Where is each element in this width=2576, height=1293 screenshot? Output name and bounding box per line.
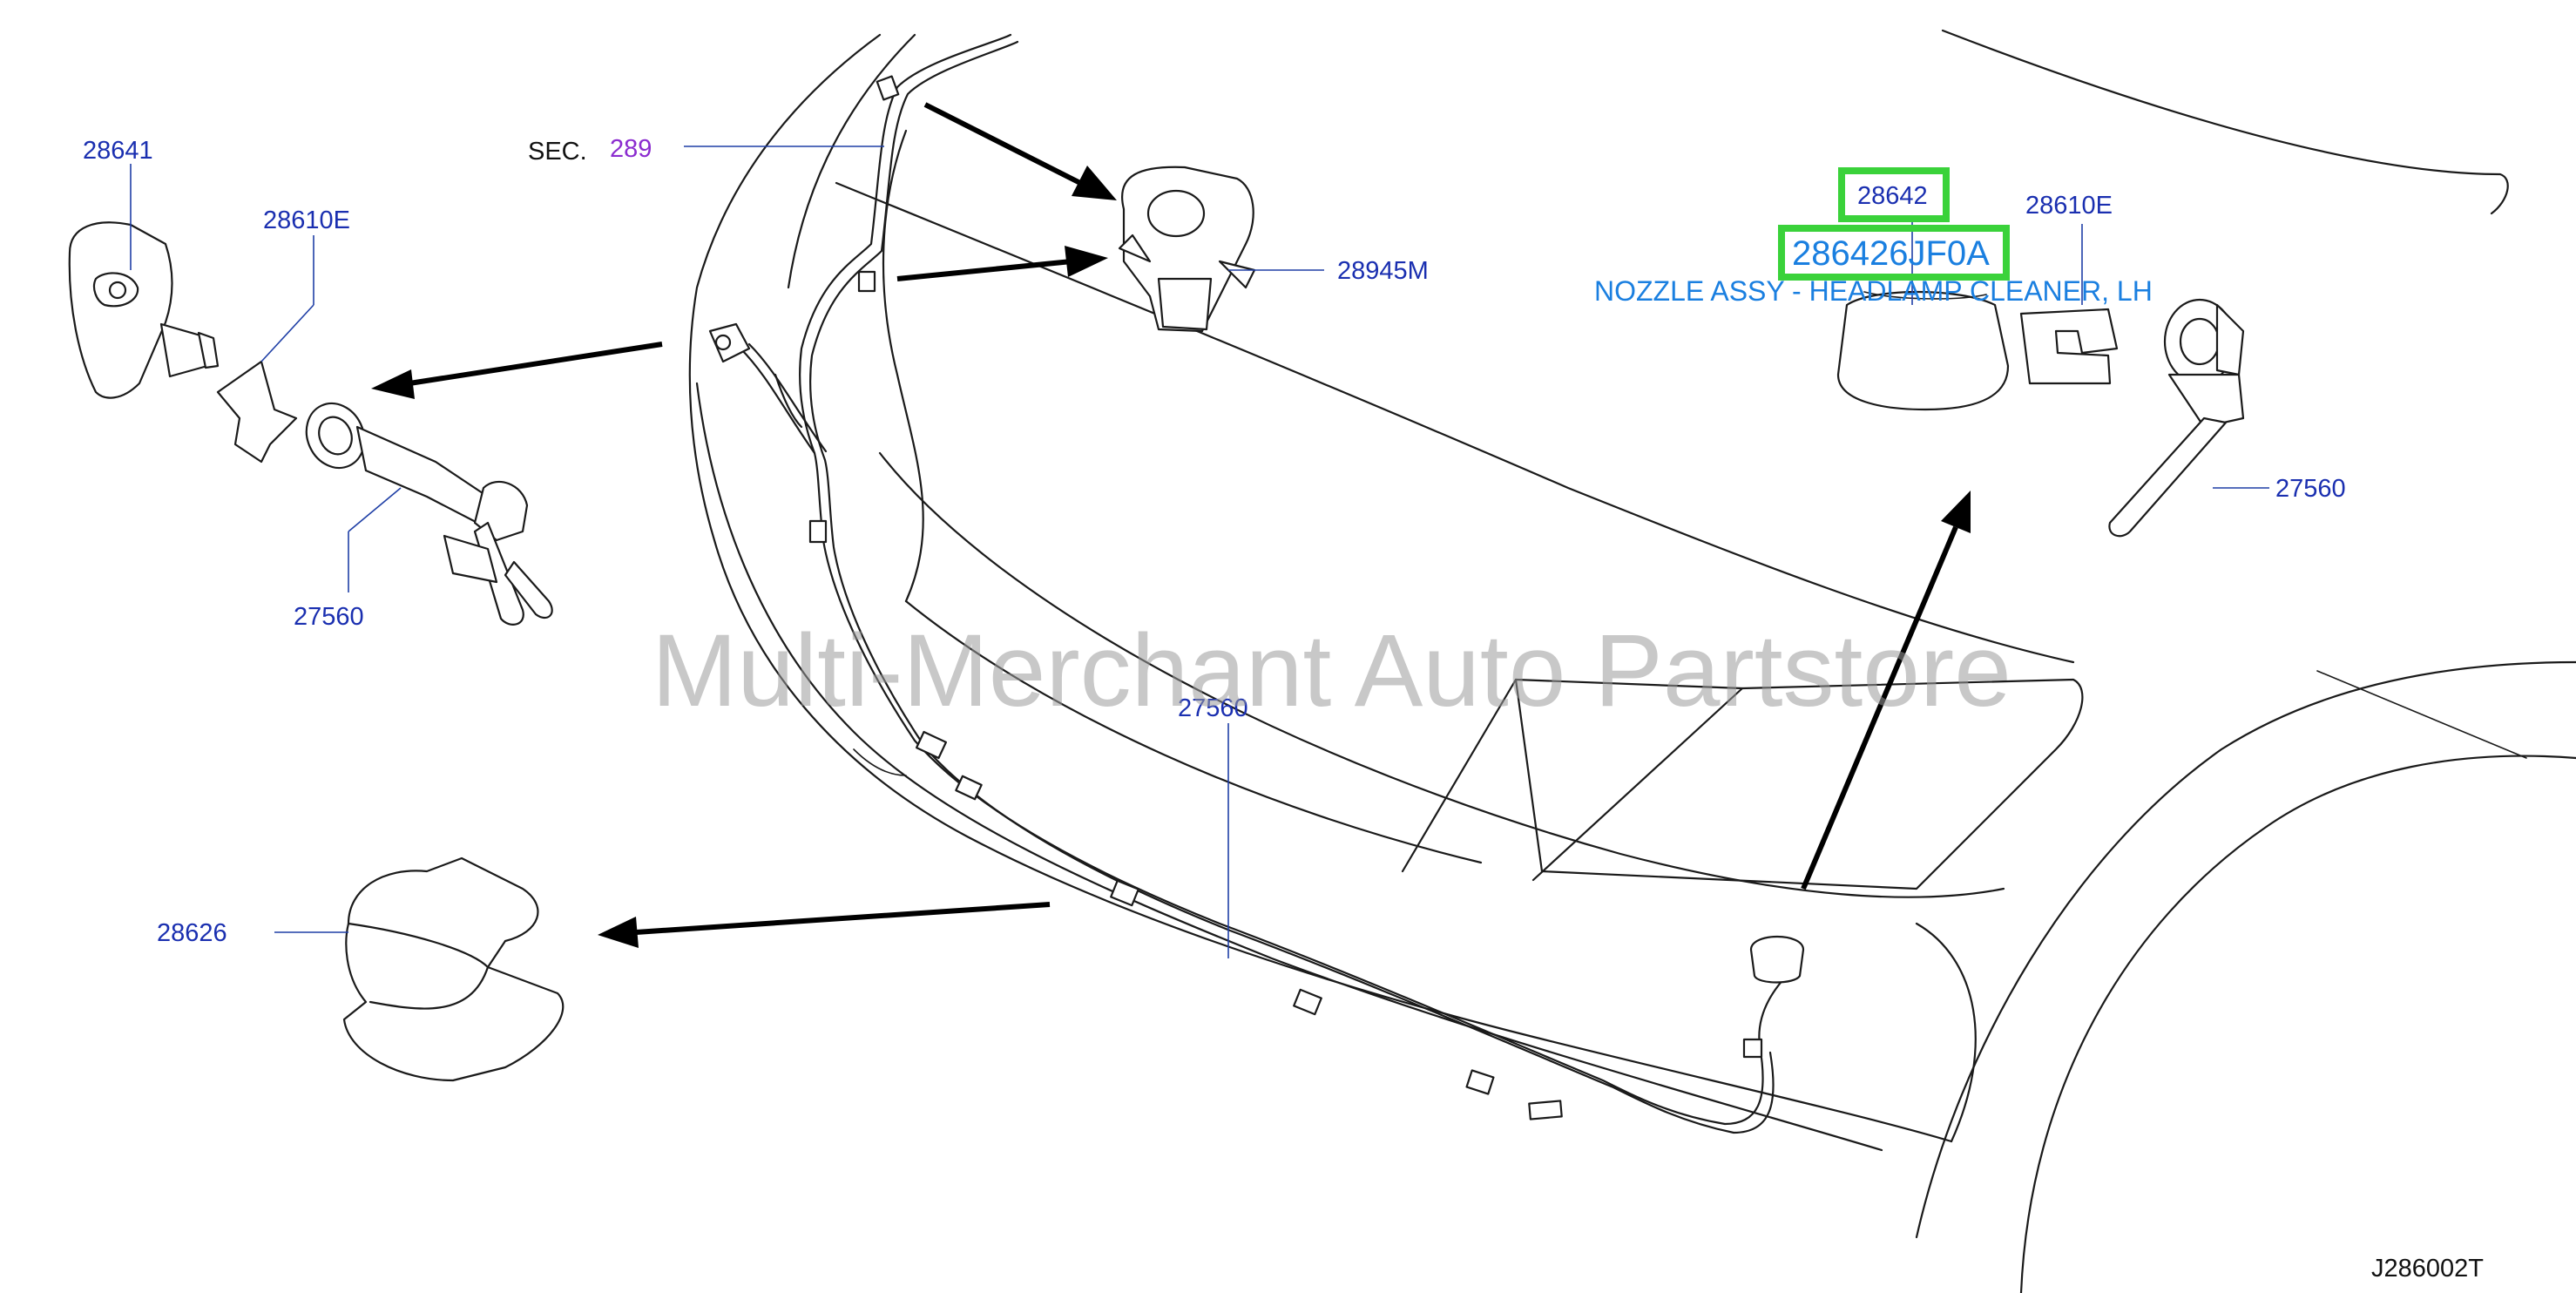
highlight-box-28642: [1838, 167, 1950, 222]
right-nozzle-27560: [2108, 298, 2245, 538]
sec-number-link[interactable]: 289: [610, 135, 652, 163]
label-28610e-left[interactable]: 28610E: [263, 206, 350, 234]
leader-lines: [130, 146, 2269, 958]
label-28610e-right[interactable]: 28610E: [2025, 192, 2113, 220]
diagram-code: J286002T: [2371, 1255, 2484, 1283]
highlight-box-part-number: [1778, 225, 2010, 281]
label-28626[interactable]: 28626: [157, 919, 227, 947]
label-28642[interactable]: 28642: [1857, 182, 1928, 210]
sec-prefix: SEC.: [528, 138, 587, 166]
highlighted-part-description: NOZZLE ASSY - HEADLAMP CLEANER, LH: [1594, 275, 2153, 307]
washer-hose: [708, 33, 1805, 1134]
right-nozzle-cap-28642: [1836, 290, 2010, 411]
left-nozzle-cap: [68, 221, 220, 399]
label-28945m[interactable]: 28945M: [1337, 257, 1429, 285]
highlighted-part-number[interactable]: 286426JF0A: [1792, 234, 1990, 273]
label-27560-center[interactable]: 27560: [1178, 694, 1248, 722]
bracket-28945m: [1118, 166, 1256, 333]
right-clip-28610e: [2019, 308, 2119, 385]
label-28641[interactable]: 28641: [83, 137, 153, 165]
label-27560-right[interactable]: 27560: [2275, 475, 2346, 503]
left-clip-28610e: [216, 360, 298, 464]
callout-arrows: [371, 102, 1971, 948]
left-nozzle-27560: [305, 402, 553, 626]
hose-clip-28626: [342, 856, 565, 1082]
vehicle-outline: [688, 29, 2576, 1293]
watermark: Multi-Merchant Auto Partstore: [652, 613, 2011, 728]
label-27560-left[interactable]: 27560: [294, 603, 364, 631]
